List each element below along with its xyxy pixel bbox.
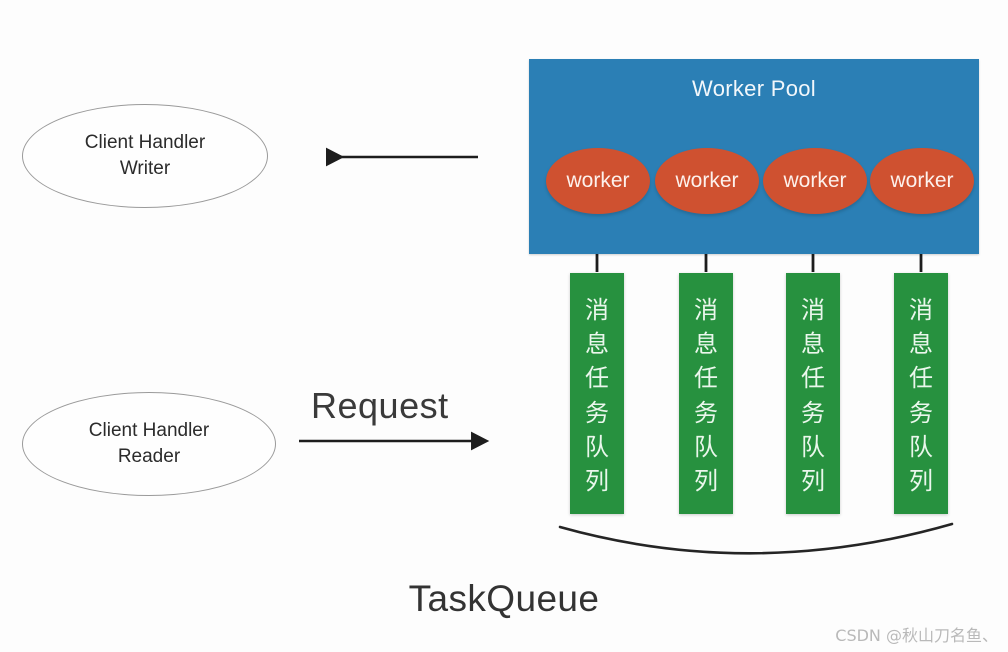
task-queue-bar-1-char-2: 息 (585, 330, 609, 359)
task-queue-bar-4-char-4: 务 (909, 398, 933, 427)
client-handler-reader-line1: Client Handler (88, 419, 210, 441)
client-handler-writer-line1: Client Handler (84, 131, 206, 153)
task-queue-bar-3-char-4: 务 (801, 398, 825, 427)
taskqueue-label-text: TaskQueue (408, 578, 600, 619)
task-queue-bar-4-char-5: 队 (909, 432, 933, 461)
worker-node-3[interactable]: worker (763, 148, 867, 214)
worker-node-4-label: worker (890, 169, 954, 192)
task-queue-bar-4[interactable]: 消 息 任 务 队 列 (894, 273, 948, 514)
task-queue-bar-1-char-6: 列 (585, 466, 609, 495)
client-handler-writer-node[interactable]: Client Handler Writer (22, 104, 268, 208)
task-queue-bar-2-char-2: 息 (694, 330, 718, 359)
worker-node-3-label: worker (783, 169, 847, 192)
client-handler-reader-node[interactable]: Client Handler Reader (22, 392, 276, 496)
worker-pool-box[interactable]: Worker Pool worker worker worker worker (529, 59, 979, 254)
worker-node-1-label: worker (566, 169, 630, 192)
task-queue-bar-2-char-3: 任 (694, 364, 718, 393)
task-queue-bar-4-char-6: 列 (909, 466, 933, 495)
task-queue-bar-1-char-5: 队 (585, 432, 609, 461)
worker-node-1[interactable]: worker (546, 148, 650, 214)
task-queue-bar-3-char-2: 息 (801, 330, 825, 359)
task-queue-bar-2[interactable]: 消 息 任 务 队 列 (679, 273, 733, 514)
client-handler-reader-line2: Reader (117, 446, 181, 467)
task-queue-bar-1-char-1: 消 (585, 296, 609, 325)
client-handler-writer-line2: Writer (119, 158, 171, 179)
task-queue-bar-4-char-2: 息 (909, 330, 933, 359)
task-queue-bar-2-char-6: 列 (694, 466, 718, 495)
task-queue-bar-1-char-4: 务 (585, 398, 609, 427)
task-queue-bar-3-char-1: 消 (801, 296, 825, 325)
task-queue-bar-1[interactable]: 消 息 任 务 队 列 (570, 273, 624, 514)
task-queue-bar-2-char-1: 消 (694, 296, 718, 325)
taskqueue-label: TaskQueue (0, 578, 1008, 620)
task-queue-bar-1-char-3: 任 (585, 364, 609, 393)
worker-node-2-label: worker (675, 169, 739, 192)
task-queue-bar-3-char-3: 任 (801, 364, 825, 393)
task-queue-bar-4-char-1: 消 (909, 296, 933, 325)
worker-pool-title: Worker Pool (692, 76, 816, 101)
request-arrow-label: Request (311, 385, 449, 426)
task-queue-bar-2-char-4: 务 (694, 398, 718, 427)
task-queue-bar-4-char-3: 任 (909, 364, 933, 393)
csdn-watermark: CSDN @秋山刀名鱼、 (835, 626, 998, 645)
worker-node-2[interactable]: worker (655, 148, 759, 214)
task-queue-bar-3-char-6: 列 (801, 466, 825, 495)
task-queue-bar-2-char-5: 队 (694, 432, 718, 461)
task-queue-bar-3-char-5: 队 (801, 432, 825, 461)
taskqueue-brace (558, 522, 954, 555)
worker-node-4[interactable]: worker (870, 148, 974, 214)
task-queue-bar-3[interactable]: 消 息 任 务 队 列 (786, 273, 840, 514)
